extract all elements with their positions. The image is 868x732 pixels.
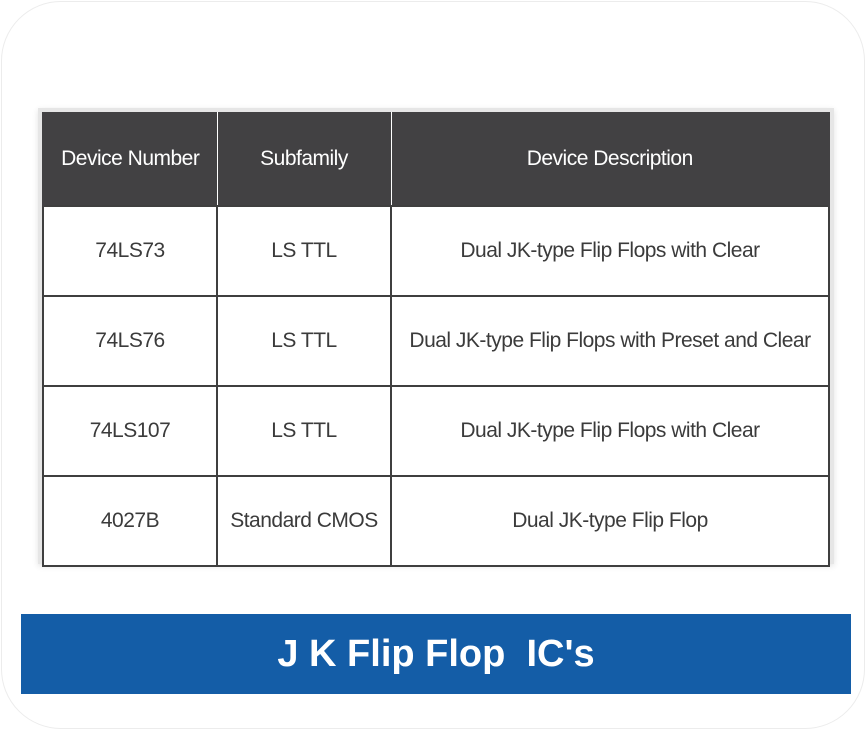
table-header-row: Device Number Subfamily Device Descripti…	[42, 112, 830, 206]
cell-device-number: 74LS73	[42, 205, 218, 297]
cell-subfamily: LS TTL	[216, 205, 392, 297]
title-banner: J K Flip Flop IC's	[21, 614, 851, 694]
table-container: Device Number Subfamily Device Descripti…	[38, 108, 834, 567]
banner-title: J K Flip Flop IC's	[277, 632, 595, 675]
cell-device-number: 4027B	[42, 475, 218, 567]
table-row: 74LS76 LS TTL Dual JK-type Flip Flops wi…	[42, 295, 830, 387]
cell-device-number: 74LS107	[42, 385, 218, 477]
cell-subfamily: Standard CMOS	[216, 475, 392, 567]
jk-flip-flop-ic-table: Device Number Subfamily Device Descripti…	[42, 112, 830, 567]
cell-device-description: Dual JK-type Flip Flops with Clear	[390, 205, 830, 297]
cell-device-description: Dual JK-type Flip Flop	[390, 475, 830, 567]
table-row: 74LS73 LS TTL Dual JK-type Flip Flops wi…	[42, 205, 830, 297]
cell-subfamily: LS TTL	[216, 295, 392, 387]
table-row: 74LS107 LS TTL Dual JK-type Flip Flops w…	[42, 385, 830, 477]
header-device-description: Device Description	[390, 112, 830, 206]
cell-subfamily: LS TTL	[216, 385, 392, 477]
cell-device-description: Dual JK-type Flip Flops with Clear	[390, 385, 830, 477]
header-subfamily: Subfamily	[216, 112, 392, 206]
header-device-number: Device Number	[42, 112, 218, 206]
table-row: 4027B Standard CMOS Dual JK-type Flip Fl…	[42, 475, 830, 567]
cell-device-number: 74LS76	[42, 295, 218, 387]
cell-device-description: Dual JK-type Flip Flops with Preset and …	[390, 295, 830, 387]
